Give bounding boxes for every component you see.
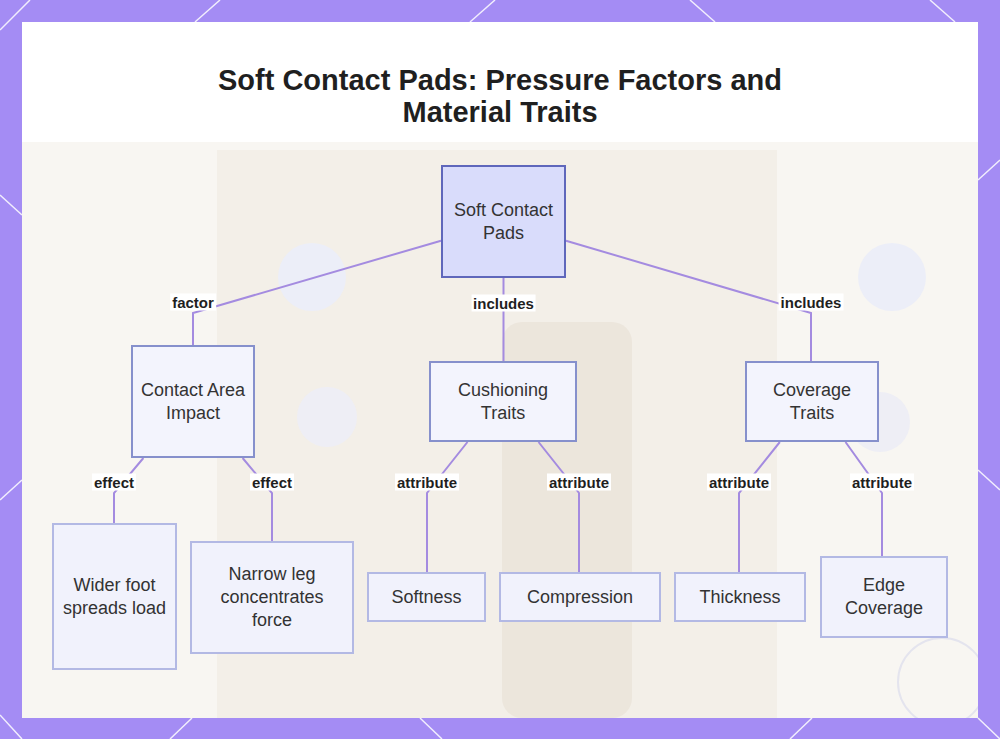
concept-box: Softness (367, 572, 486, 622)
edge-label: factor (170, 294, 216, 311)
box-text: Edge Coverage (828, 574, 940, 620)
box-text: Coverage Traits (753, 379, 871, 425)
concept-box: Edge Coverage (820, 556, 948, 638)
box-text: Compression (527, 586, 633, 609)
edge-label: attribute (707, 474, 771, 491)
edge-label: attribute (395, 474, 459, 491)
edge-label: effect (92, 474, 136, 491)
concept-box: Compression (499, 572, 661, 622)
edge-label: includes (779, 294, 844, 311)
box-text: Cushioning Traits (437, 379, 569, 425)
concept-box: Soft Contact Pads (441, 165, 566, 278)
edge-label: attribute (850, 474, 914, 491)
box-text: Softness (391, 586, 461, 609)
connector-line (243, 458, 272, 541)
concept-box: Contact Area Impact (131, 345, 255, 458)
box-text: Soft Contact Pads (449, 199, 558, 245)
box-text: Thickness (699, 586, 780, 609)
box-text: Narrow leg concentrates force (198, 563, 346, 632)
connector-line (539, 442, 579, 572)
connector-line (114, 458, 143, 523)
edge-label: includes (471, 295, 536, 312)
concept-box: Cushioning Traits (429, 361, 577, 442)
connector-line (503, 278, 505, 361)
connector-line (846, 442, 883, 556)
connector-line (566, 241, 811, 361)
concept-box: Wider foot spreads load (52, 523, 177, 670)
box-text: Wider foot spreads load (60, 574, 169, 620)
connector-line (427, 442, 467, 572)
connector-line (193, 241, 441, 345)
concept-box: Narrow leg concentrates force (190, 541, 354, 654)
edge-label: attribute (547, 474, 611, 491)
edge-label: effect (250, 474, 294, 491)
diagram-title: Soft Contact Pads: Pressure Factors and … (200, 64, 800, 128)
concept-box: Coverage Traits (745, 361, 879, 442)
box-text: Contact Area Impact (139, 379, 247, 425)
concept-box: Thickness (674, 572, 806, 622)
connector-line (739, 442, 780, 572)
